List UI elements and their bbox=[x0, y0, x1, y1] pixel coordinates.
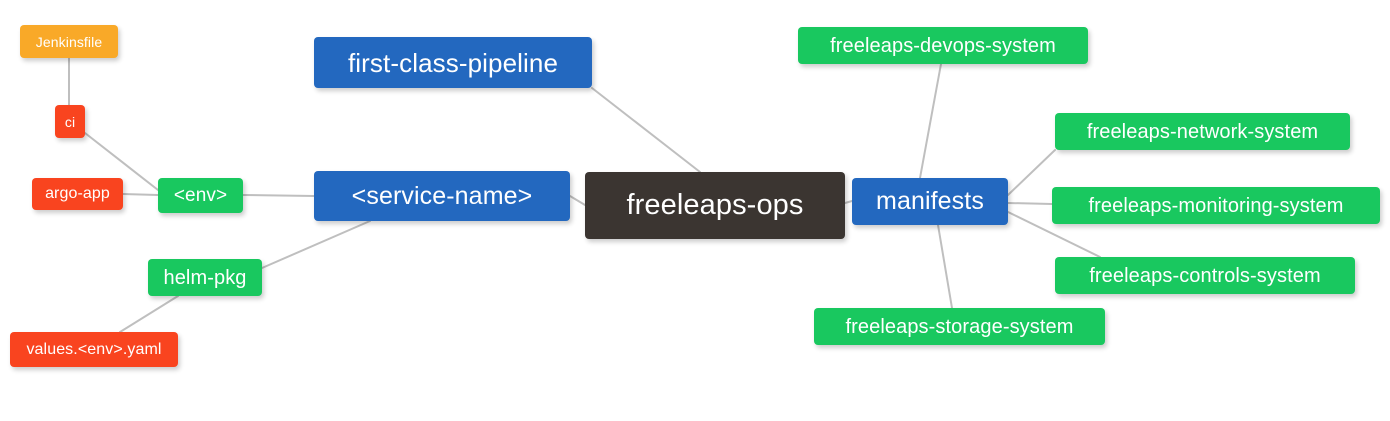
node-jenkinsfile[interactable]: Jenkinsfile bbox=[20, 25, 118, 58]
node-values-env-yaml[interactable]: values.<env>.yaml bbox=[10, 332, 178, 367]
edge-helm-pkg-to-values-env-yaml bbox=[119, 295, 179, 333]
node-first-class-pipeline[interactable]: first-class-pipeline bbox=[314, 37, 592, 88]
edge-manifests-to-freeleaps-devops-system bbox=[919, 63, 942, 179]
edge-manifests-to-freeleaps-storage-system bbox=[937, 224, 953, 309]
node-service-name[interactable]: <service-name> bbox=[314, 171, 570, 221]
edge-service-name-to-helm-pkg bbox=[261, 220, 371, 269]
node-ci[interactable]: ci bbox=[55, 105, 85, 138]
node-argo-app[interactable]: argo-app bbox=[32, 178, 123, 210]
edge-manifests-to-freeleaps-monitoring-system bbox=[1007, 202, 1053, 205]
edge-freeleaps-ops-to-service-name bbox=[569, 195, 586, 206]
node-freeleaps-controls-system[interactable]: freeleaps-controls-system bbox=[1055, 257, 1355, 294]
node-env[interactable]: <env> bbox=[158, 178, 243, 213]
node-freeleaps-storage-system[interactable]: freeleaps-storage-system bbox=[814, 308, 1105, 345]
edge-env-to-argo-app bbox=[122, 193, 159, 196]
edge-freeleaps-ops-to-manifests bbox=[844, 200, 853, 204]
node-freeleaps-ops[interactable]: freeleaps-ops bbox=[585, 172, 845, 239]
node-helm-pkg[interactable]: helm-pkg bbox=[148, 259, 262, 296]
edge-freeleaps-ops-to-first-class-pipeline bbox=[591, 87, 701, 173]
node-freeleaps-devops-system[interactable]: freeleaps-devops-system bbox=[798, 27, 1088, 64]
node-freeleaps-monitoring-system[interactable]: freeleaps-monitoring-system bbox=[1052, 187, 1380, 224]
node-manifests[interactable]: manifests bbox=[852, 178, 1008, 225]
node-freeleaps-network-system[interactable]: freeleaps-network-system bbox=[1055, 113, 1350, 150]
edge-manifests-to-freeleaps-network-system bbox=[1007, 149, 1056, 196]
edge-service-name-to-env bbox=[242, 194, 315, 197]
